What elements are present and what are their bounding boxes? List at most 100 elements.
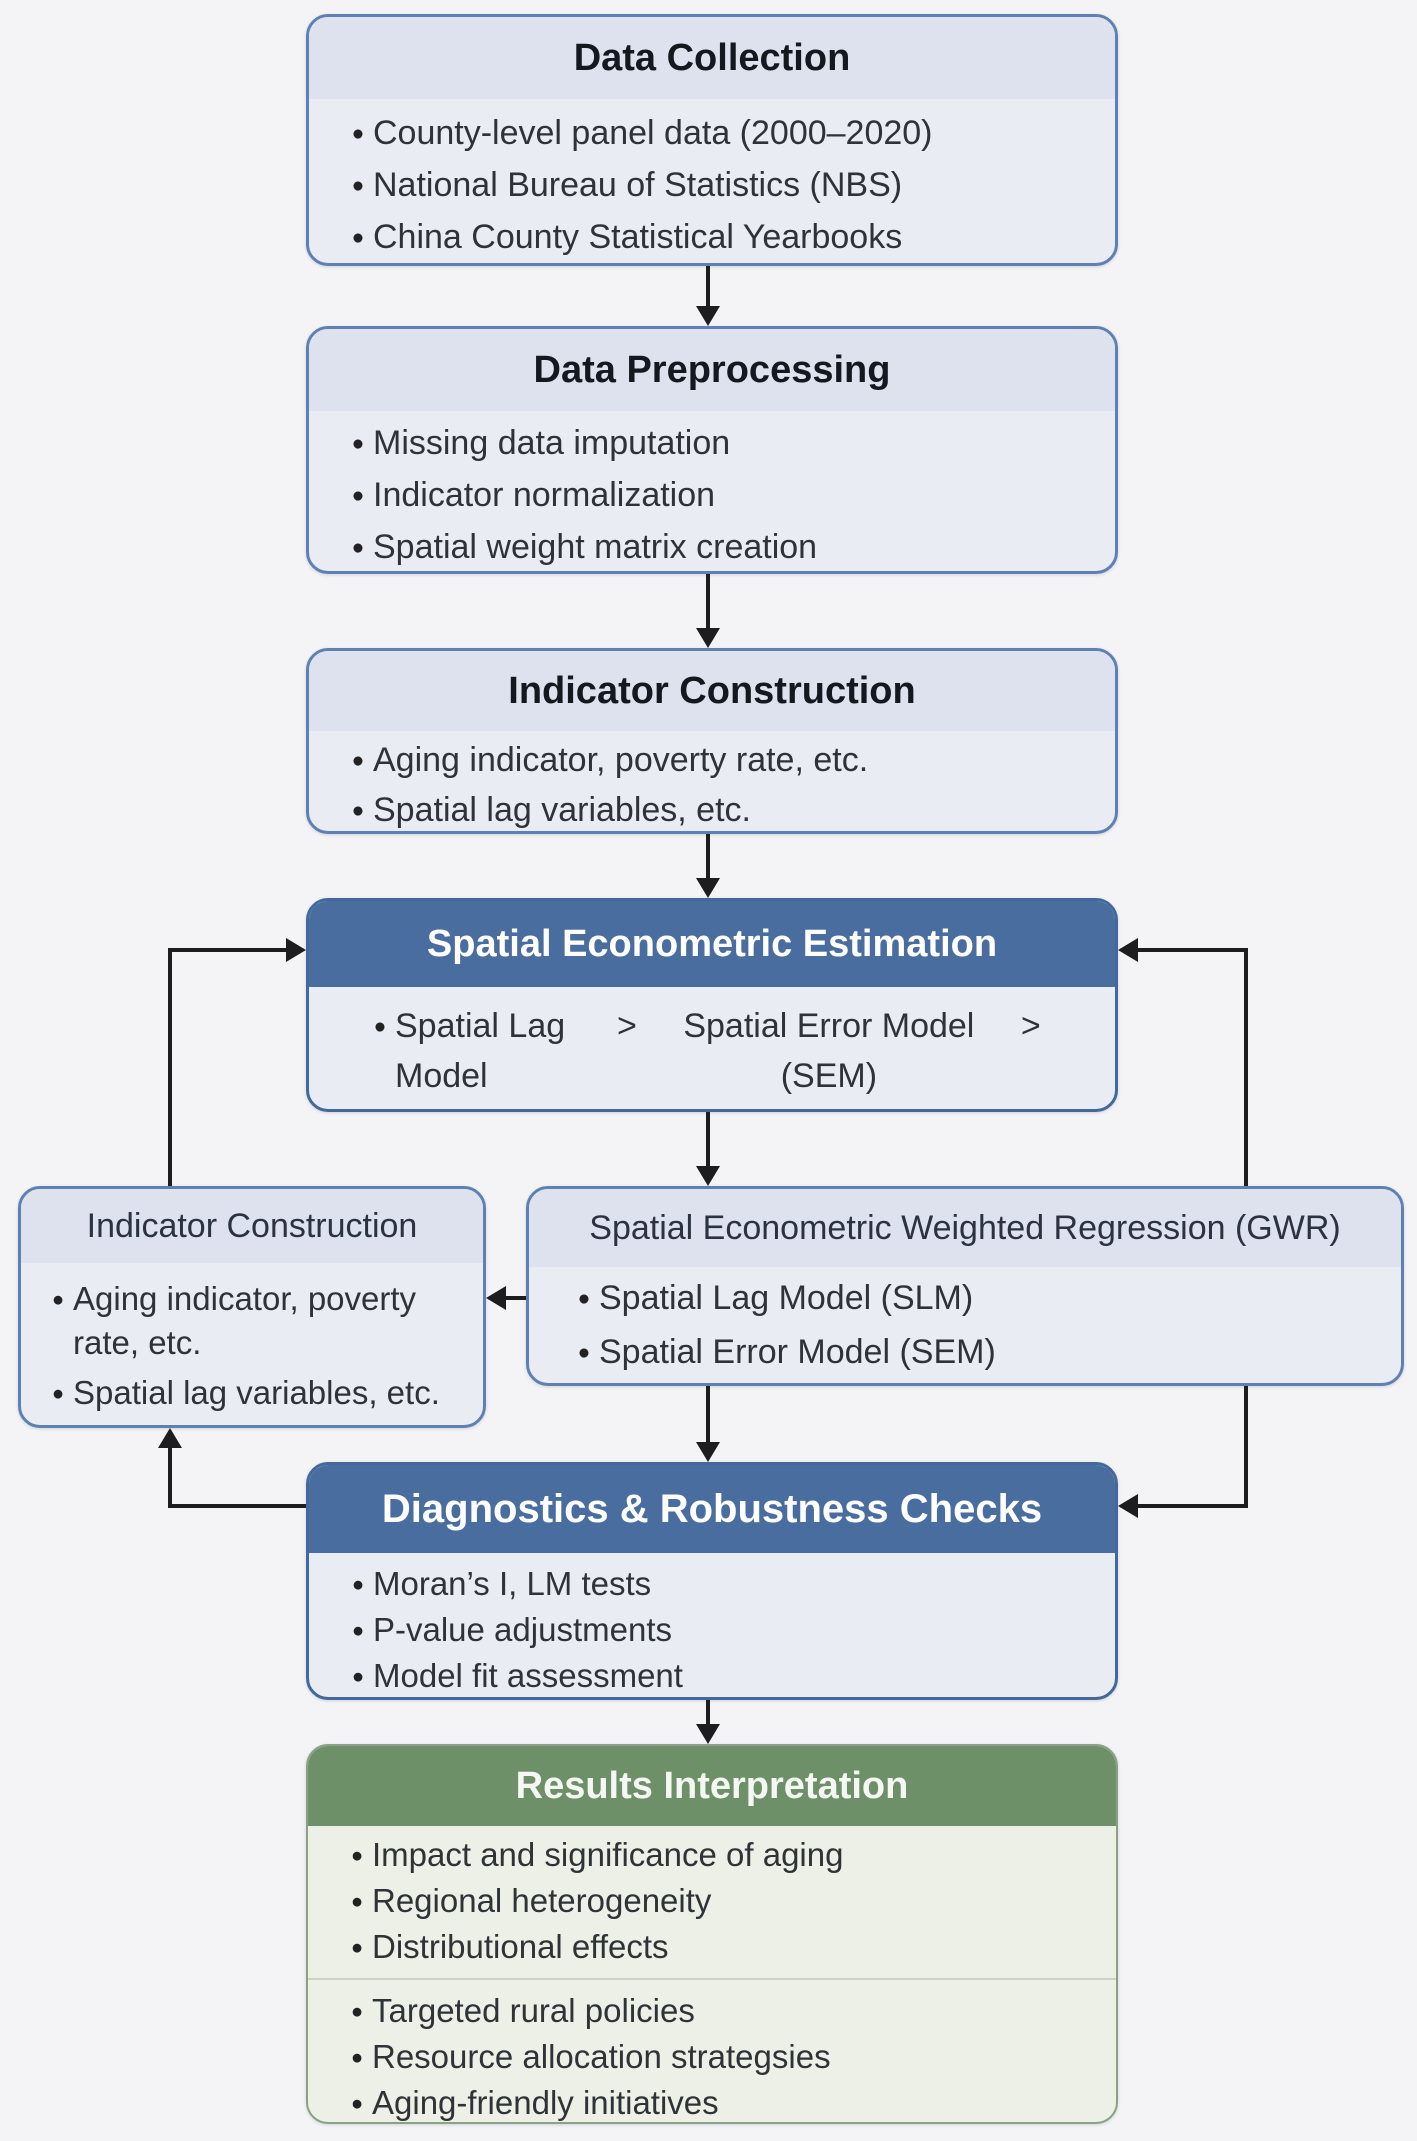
data-collection-box: Data Collection ● County-level panel dat… [306,14,1118,266]
chevron-right-icon: > [617,1007,637,1045]
bullet-marker: ● [351,536,365,559]
bullet-item: ● National Bureau of Statistics (NBS) [343,159,1091,211]
data-preprocessing-box: Data Preprocessing ● Missing data imputa… [306,326,1118,574]
arrow-stem [706,1700,710,1726]
bullet-marker: ● [577,1341,591,1364]
results-title: Results Interpretation [308,1746,1116,1826]
bullet-marker: ● [350,2092,364,2115]
bullet-item: ● Targeted rural policies [342,1988,1092,2034]
bullet-text: Model fit assessment [373,1657,683,1694]
bullet-marker: ● [350,1936,364,1959]
bullet-text: Moran’s I, LM tests [373,1565,652,1602]
model-slm-label: Spatial Lag Model [395,1007,566,1095]
bullet-item: ● Model fit assessment [343,1653,1091,1697]
bullet-item: ● Resource allocation strategsies [342,2034,1092,2080]
diagnostics-title: Diagnostics & Robustness Checks [309,1465,1115,1553]
gwr-box: Spatial Econometric Weighted Regression … [526,1186,1404,1386]
spatial-estimation-title: Spatial Econometric Estimation [309,901,1115,987]
bullet-item: ● Aging indicator, poverty rate, etc. [343,735,1091,785]
bullet-item: ● County-level panel data (2000–2020) [343,107,1091,159]
bullet-marker: ● [350,1890,364,1913]
bullet-marker: ● [351,749,365,772]
arrow-left-icon [486,1286,506,1310]
indicator-construction-title: Indicator Construction [309,651,1115,731]
loop-right-upper-vertical [1244,948,1248,1186]
bullet-text: Regional heterogeneity [372,1882,712,1919]
bullet-item: ● Spatial lag variables, etc. [343,785,1091,831]
indicator-construction-box: Indicator Construction ● Aging indicator… [306,648,1118,834]
diagnostics-box: Diagnostics & Robustness Checks ● Moran’… [306,1462,1118,1700]
bullet-text: Spatial Error Model (SEM) [599,1333,996,1371]
arrow-left-icon [1118,1494,1138,1518]
arrow-down-icon [696,878,720,898]
loop-left-upper-horizontal [168,948,290,952]
bullet-marker: ● [577,1287,591,1310]
bullet-item: ● Impact and significance of aging [342,1832,1092,1878]
bullet-text: Distributional effects [372,1928,669,1965]
arrow-down-icon [696,1442,720,1462]
arrow-right-icon [286,938,306,962]
bullet-text: P-value adjustments [373,1611,672,1648]
arrow-left-icon [1118,938,1138,962]
bullet-text: China County Statistical Yearbooks [373,218,903,256]
arrow-up-icon [158,1428,182,1448]
bullet-text: Indicator normalization [373,476,716,514]
bullet-marker: ● [350,2000,364,2023]
bullet-item: ● P-value adjustments [343,1607,1091,1653]
arrow-stem [706,574,710,630]
bullet-item: ● Moran’s I, LM tests [343,1561,1091,1607]
bullet-text: Aging indicator, poverty rate, etc. [73,1280,417,1361]
bullet-marker: ● [51,1288,65,1311]
bullet-item: ● Distributional effects [342,1924,1092,1970]
bullet-text: Impact and significance of aging [372,1836,844,1873]
bullet-text: Spatial Lag Model (SLM) [599,1279,974,1317]
bullet-text: Targeted rural policies [372,1992,695,2029]
results-divider [308,1978,1116,1980]
bullet-marker: ● [351,226,365,249]
loop-left-lower-vertical [168,1448,172,1506]
bullet-marker: ● [373,1015,387,1038]
bullet-marker: ● [351,174,365,197]
arrow-stem [706,834,710,880]
bullet-text: National Bureau of Statistics (NBS) [373,166,903,204]
bullet-marker: ● [351,484,365,507]
bullet-item: ● Spatial Lag Model (SLM) [569,1271,1381,1325]
bullet-text: Resource allocation strategsies [372,2038,831,2075]
bullet-marker: ● [51,1382,65,1405]
loop-right-lower-horizontal [1138,1504,1248,1508]
bullet-item: ● Spatial weight matrix creation [343,521,1091,571]
bullet-marker: ● [351,432,365,455]
bullet-text: County-level panel data (2000–2020) [373,114,933,152]
loop-left-upper-vertical [168,948,172,1186]
bullet-marker: ● [351,1619,365,1642]
spatial-estimation-box: Spatial Econometric Estimation ● Spatial… [306,898,1118,1112]
chevron-right-icon: > [1020,1007,1041,1045]
estimation-sequence: ● Spatial Lag Model > Spatial Error Mode… [365,1001,1105,1101]
bullet-marker: ● [350,1844,364,1867]
gwr-title: Spatial Econometric Weighted Regression … [529,1189,1401,1267]
loop-right-lower-vertical [1244,1386,1248,1508]
results-box: Results Interpretation ● Impact and sign… [306,1744,1118,2124]
bullet-text: Aging indicator, poverty rate, etc. [373,741,869,779]
loop-left-lower-horizontal [168,1504,306,1508]
bullet-text: Spatial lag variables, etc. [73,1374,440,1411]
bullet-item: ● China County Statistical Yearbooks [343,211,1091,263]
indicator-construction-left-title: Indicator Construction [21,1189,483,1263]
arrow-down-icon [696,1724,720,1744]
bullet-marker: ● [350,2046,364,2069]
bullet-item: ● Regional heterogeneity [342,1878,1092,1924]
loop-right-upper-horizontal [1138,948,1248,952]
bullet-item: ● Spatial lag variables, etc. [43,1371,467,1415]
indicator-construction-left-box: Indicator Construction ● Aging indicator… [18,1186,486,1428]
gwr-to-indicator-stem [504,1296,526,1300]
bullet-item: ● Missing data imputation [343,417,1091,469]
bullet-item: ● Spatial Error Model (SEM) [569,1325,1381,1379]
bullet-item: ● Indicator normalization [343,469,1091,521]
bullet-text: Spatial weight matrix creation [373,528,818,566]
data-collection-title: Data Collection [309,17,1115,99]
bullet-marker: ● [351,122,365,145]
bullet-text: Aging-friendly initiatives [372,2084,719,2121]
arrow-down-icon [696,306,720,326]
arrow-stem [706,1386,710,1444]
